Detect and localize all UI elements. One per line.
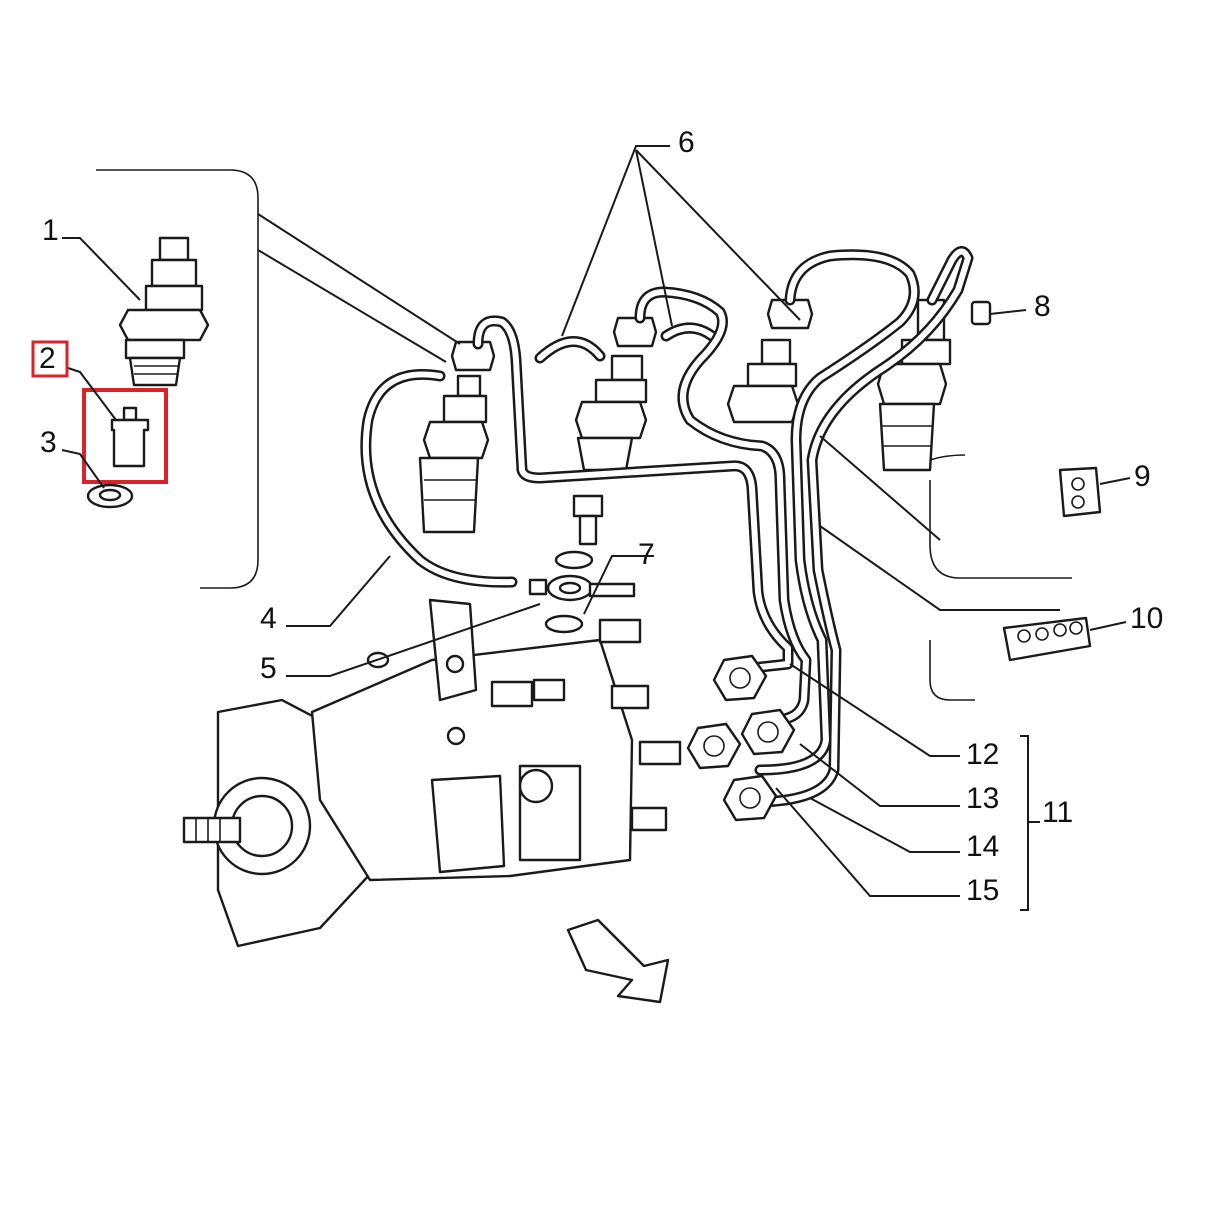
callout-10: 10 — [1130, 602, 1163, 635]
callout-14: 14 — [966, 830, 999, 863]
injector-part-1[interactable] — [118, 236, 210, 387]
callout-2-highlight — [31, 340, 69, 378]
injector-a[interactable] — [418, 340, 496, 534]
callout-6: 6 — [678, 126, 695, 159]
callout-7: 7 — [638, 538, 655, 571]
callout-9: 9 — [1134, 460, 1151, 493]
nut-part-12[interactable] — [712, 654, 768, 702]
nut-part-15[interactable] — [686, 722, 742, 770]
callout-15: 15 — [966, 874, 999, 907]
callout-4: 4 — [260, 602, 277, 635]
injection-pipes-part-6[interactable] — [472, 246, 974, 808]
callout-11: 11 — [1042, 796, 1073, 829]
injector-c[interactable] — [726, 298, 814, 424]
hose-part-4[interactable] — [360, 322, 718, 588]
callout-13: 13 — [966, 782, 999, 815]
banjo-bolt-part-7[interactable] — [528, 494, 636, 634]
direction-arrow-icon — [566, 918, 670, 1004]
callout-8: 8 — [1034, 290, 1051, 323]
frame-lines — [96, 169, 1072, 701]
callout-1: 1 — [42, 214, 59, 247]
sleeve-part-8[interactable] — [970, 300, 992, 326]
nut-part-13[interactable] — [740, 708, 796, 756]
callout-2: 2 — [39, 342, 56, 375]
clip-part-10[interactable] — [1002, 616, 1092, 662]
washer-part-3[interactable] — [86, 483, 134, 509]
highlight-box — [82, 388, 168, 484]
clip-part-9[interactable] — [1058, 466, 1102, 518]
leader-lines — [61, 145, 1131, 911]
nozzle-part-2[interactable] — [110, 406, 150, 468]
callout-12: 12 — [966, 738, 999, 771]
union-nuts — [686, 654, 796, 822]
callout-5: 5 — [260, 652, 277, 685]
injection-pump[interactable] — [182, 598, 682, 948]
callout-3: 3 — [40, 426, 57, 459]
injector-b[interactable] — [574, 316, 658, 472]
callout-labels: 1 2 3 4 5 6 7 8 9 10 11 12 13 14 15 — [31, 126, 1163, 907]
nut-part-14[interactable] — [722, 774, 778, 822]
